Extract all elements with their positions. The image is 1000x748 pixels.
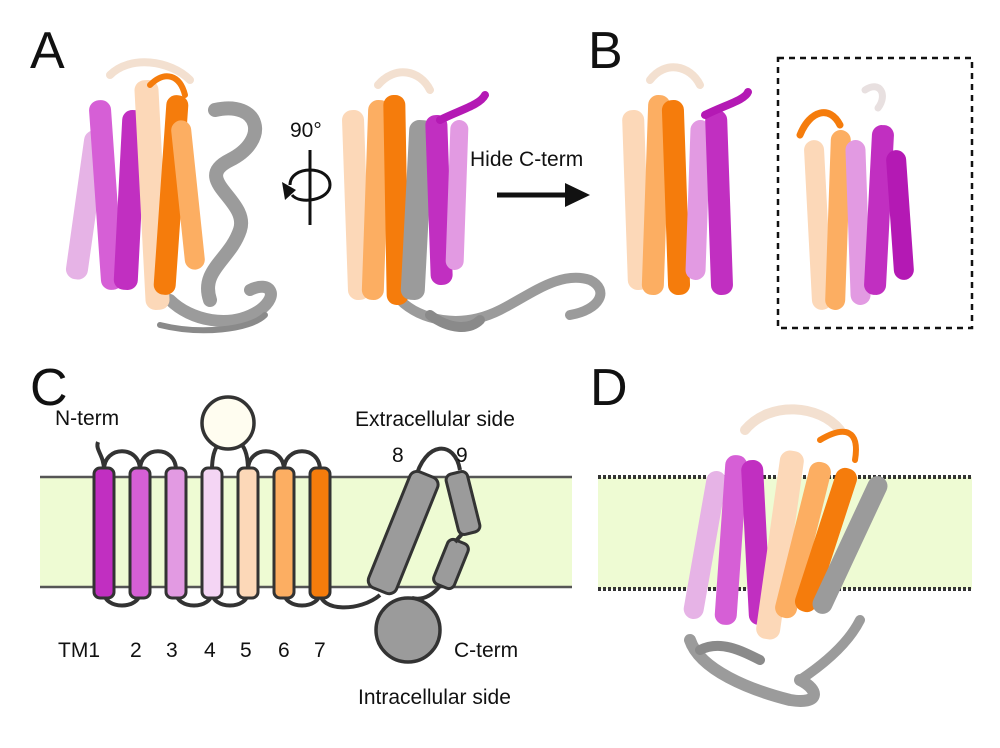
c-term-label: C-term [454,639,518,662]
extracellular-label: Extracellular side [355,408,515,431]
n-term-label: N-term [55,407,119,430]
tm-helix-7 [308,466,332,600]
tm-helix-5 [236,466,260,600]
panel-a-structure-front [65,58,277,334]
tm-label-1: TM1 [58,639,100,662]
tm-label-7: 7 [314,639,326,662]
tm-helix-6 [272,466,296,600]
panel-d-structure [683,404,888,707]
rotation-label: 90° [290,119,322,142]
panel-b-letter: B [588,22,623,80]
tm-label-3: 3 [166,639,178,662]
panel-d-letter: D [590,359,628,417]
tm-helix-3 [164,466,188,600]
panel-a-structure-side [342,68,606,332]
panel-a-letter: A [30,22,65,80]
hide-c-term-label: Hide C-term [470,148,583,171]
helix-9a [444,470,482,536]
rotation-symbol [282,150,332,225]
tm-helix-2 [128,466,152,600]
intracellular-label: Intracellular side [358,686,511,709]
tm-labels: TM1 2 3 4 5 6 7 [58,639,326,662]
tm-label-4: 4 [204,639,216,662]
tm-label-2: 2 [130,639,142,662]
panel-b-structure [622,63,752,295]
tm-label-6: 6 [278,639,290,662]
tm-helices [92,466,332,600]
tm-label-5: 5 [240,639,252,662]
panel-c-letter: C [30,359,68,417]
c-term-domain [374,596,442,664]
membrane-c [40,477,572,587]
helix-8 [366,469,440,596]
tm-helix-4 [200,466,224,600]
extracellular-loop [200,395,256,451]
helix-9b [432,537,470,591]
hide-c-term-arrow [497,183,590,207]
helix-9-label: 9 [456,444,468,467]
panel-b-inset-structure [796,83,914,310]
helix-8-label: 8 [392,444,404,467]
dashed-inset-box [776,56,974,330]
tm-helix-1 [92,466,116,600]
